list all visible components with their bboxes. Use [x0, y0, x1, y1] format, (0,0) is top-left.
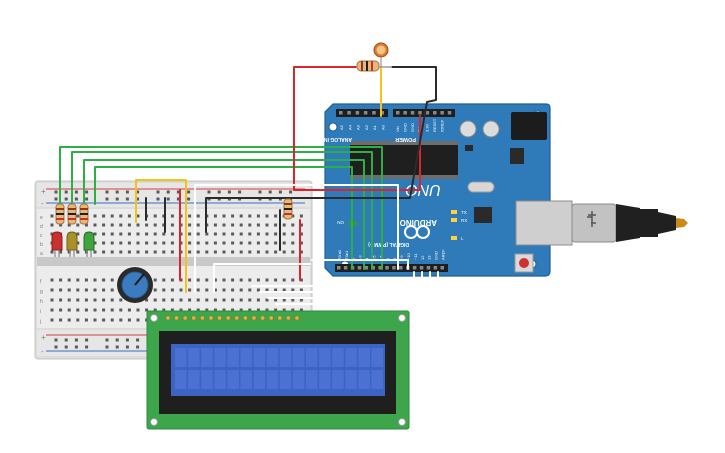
yellow-led [66, 231, 78, 257]
row-letter: b [40, 242, 43, 248]
red-led [51, 231, 63, 257]
pin-label: A4 [347, 124, 352, 130]
pin-label: GND [434, 251, 439, 260]
pin-label: TX▸1 [344, 250, 349, 260]
green-led [83, 231, 95, 257]
wire-white-7 [275, 271, 439, 305]
row-letter: j [39, 319, 41, 325]
wire-green-4 [94, 166, 353, 270]
arduino-logo [404, 225, 430, 239]
potentiometer [117, 267, 153, 303]
pin-label: 3.3V [425, 123, 430, 132]
pin-label: ~6 [378, 255, 383, 260]
brand-label: ARDUINO [400, 218, 437, 227]
pin-label: ~10 [406, 252, 411, 260]
wire-green-3 [83, 159, 365, 270]
wires [59, 66, 439, 305]
wire-white-2 [311, 259, 409, 270]
pin-label: A1 [372, 124, 377, 130]
l-label: L [461, 236, 464, 241]
pin-label: RX◂0 [337, 249, 342, 260]
capacitor [482, 120, 500, 138]
pin-label: 2 [351, 257, 356, 260]
pin-label: ~3 [358, 255, 363, 260]
usb-chip [474, 207, 492, 223]
usb-cable [571, 203, 688, 243]
wire-yellow-1 [135, 179, 187, 293]
pin-label: ~5 [372, 255, 377, 260]
analog-header [336, 109, 388, 117]
lcd-header-pins [165, 315, 300, 321]
row-letter: e [40, 215, 43, 221]
row-letter: i [40, 309, 41, 315]
ldr-pulldown-resistor [283, 198, 293, 220]
pin-label: A0 [381, 124, 386, 130]
tx-label: TX [461, 210, 467, 215]
wire-white-1 [194, 184, 399, 293]
wire-green-1 [59, 146, 383, 270]
analog-in-label: ANALOG IN [324, 136, 352, 142]
row-letter: d [40, 224, 43, 230]
row-letter: c [40, 233, 43, 239]
wire-red-ldr [293, 66, 357, 191]
pin-label: Vin [395, 126, 400, 132]
pin-label: 4 [365, 257, 370, 260]
regulator [510, 148, 524, 164]
crystal [467, 181, 495, 193]
rail-plus-top: + [41, 187, 46, 196]
leds [51, 231, 95, 257]
pin-label: 12 [420, 255, 425, 260]
rail-minus-top: - [41, 199, 44, 208]
lcd-character-cells [175, 348, 383, 389]
usb-port [515, 200, 573, 246]
row-letter: g [40, 289, 43, 295]
atmega-chip [350, 145, 458, 175]
pin-label: A5 [339, 124, 344, 130]
pin-label: 8 [392, 257, 397, 260]
pin-label: IOREF [439, 119, 444, 132]
wire-white-5 [259, 271, 423, 293]
pin-label: 13 [427, 255, 432, 260]
row-letter: a [40, 251, 43, 257]
led-resistors [55, 198, 293, 225]
photoresistor [356, 42, 392, 72]
pin-label: ~11 [413, 253, 418, 260]
row-letter: h [40, 299, 43, 305]
rail-plus-bottom: + [41, 333, 46, 342]
model-label: UNO [405, 181, 441, 198]
power-header [393, 109, 455, 117]
pin-label: AREF [441, 249, 446, 260]
lcd-module [146, 310, 410, 430]
digital-header [335, 264, 448, 272]
power-label: POWER [395, 136, 416, 142]
wire-white-6 [267, 271, 431, 299]
pin-label: RESET [432, 118, 437, 132]
capacitor [459, 120, 477, 138]
rx-label: RX [461, 218, 467, 223]
wire-white-4 [251, 271, 415, 287]
pin-label: GND [402, 123, 407, 132]
digital-label: DIGITAL (PWM ~) [368, 241, 409, 247]
pin-label: 7 [385, 257, 390, 260]
wire-black-gnd [205, 66, 437, 233]
on-label: ON [337, 220, 344, 225]
pin-label: A3 [356, 124, 361, 130]
pin-label: A2 [364, 124, 369, 130]
dc-jack [511, 112, 547, 140]
usb-symbol-icon [587, 211, 596, 227]
wire-green-2 [71, 151, 373, 270]
rail-minus-bottom: - [41, 347, 44, 356]
row-letter: f [40, 279, 42, 285]
wire-white-3 [213, 263, 311, 293]
pin-label: GND [410, 123, 415, 132]
pin-label: ~9 [399, 255, 404, 260]
